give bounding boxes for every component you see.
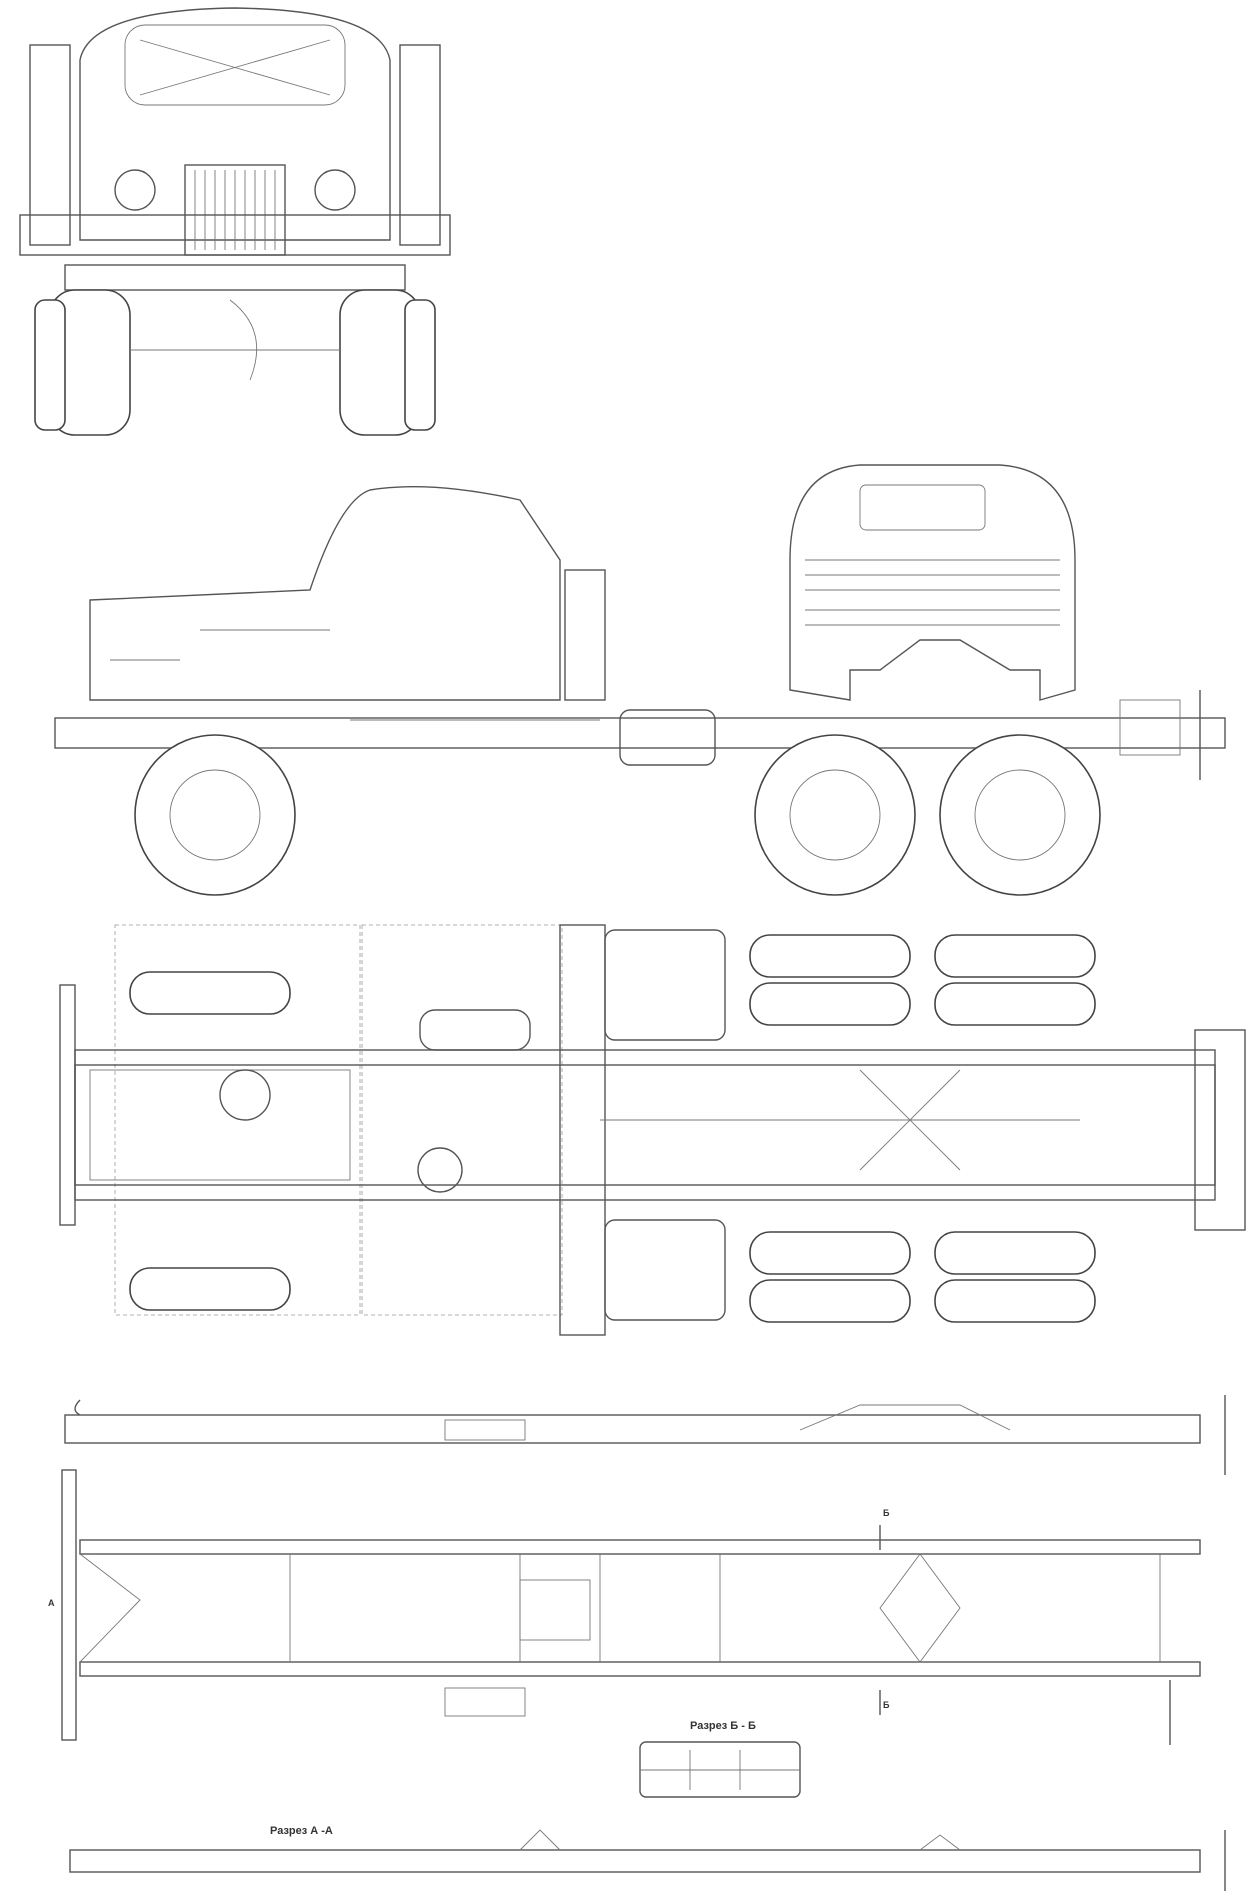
section-marker-b-top: Б — [883, 1508, 890, 1518]
frame-side — [64, 1395, 1226, 1475]
frame-top — [61, 1469, 1201, 1745]
section-b-b — [639, 1741, 801, 1798]
side-view — [54, 464, 1226, 896]
top-view — [59, 924, 1246, 1336]
section-marker-a: А — [48, 1598, 55, 1608]
section-a-a-label: Разрез А -А — [270, 1825, 333, 1837]
section-a-a — [69, 1829, 1226, 1891]
section-b-b-label: Разрез Б - Б — [690, 1720, 756, 1732]
front-view — [19, 7, 451, 436]
section-marker-b-bottom: Б — [883, 1700, 890, 1710]
